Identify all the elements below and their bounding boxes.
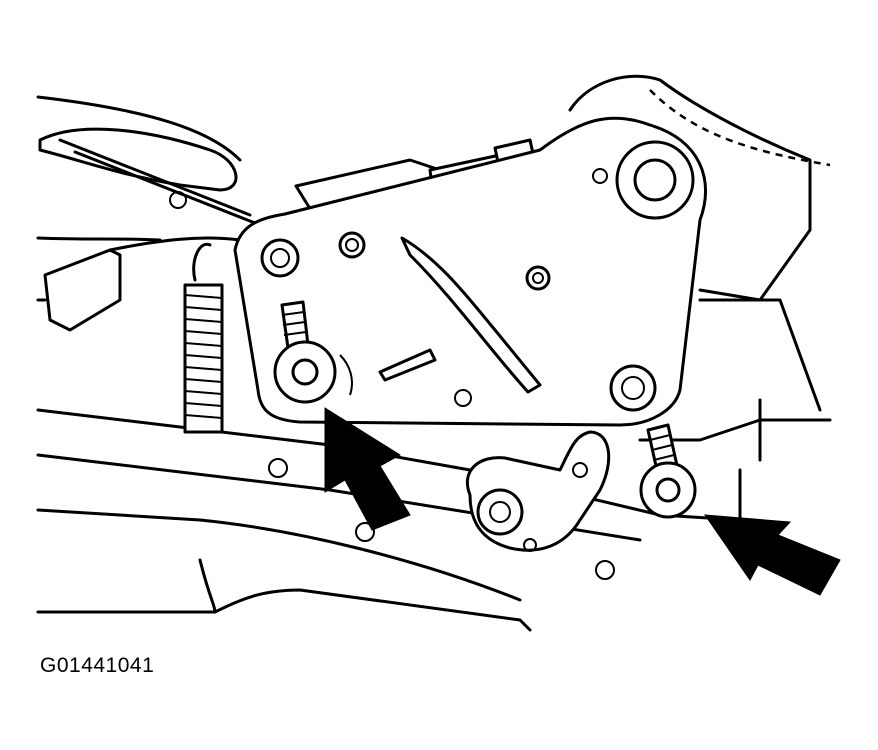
left-bracket bbox=[43, 236, 242, 332]
recliner-plate bbox=[233, 116, 708, 427]
left-bolt bbox=[273, 300, 337, 404]
adjust-slot bbox=[400, 236, 542, 394]
upper-housing bbox=[568, 74, 812, 302]
small-slot bbox=[378, 348, 437, 382]
left-pointer-arrow bbox=[324, 407, 411, 531]
figure-code: G01441041 bbox=[40, 654, 155, 677]
seat-back-arm bbox=[38, 127, 262, 227]
right-bolt bbox=[639, 423, 697, 519]
right-pointer-arrow bbox=[703, 514, 841, 596]
seat-frame bbox=[36, 95, 832, 632]
tension-spring bbox=[183, 242, 224, 434]
arm-rivet bbox=[169, 191, 187, 209]
pivot-link bbox=[268, 430, 615, 580]
